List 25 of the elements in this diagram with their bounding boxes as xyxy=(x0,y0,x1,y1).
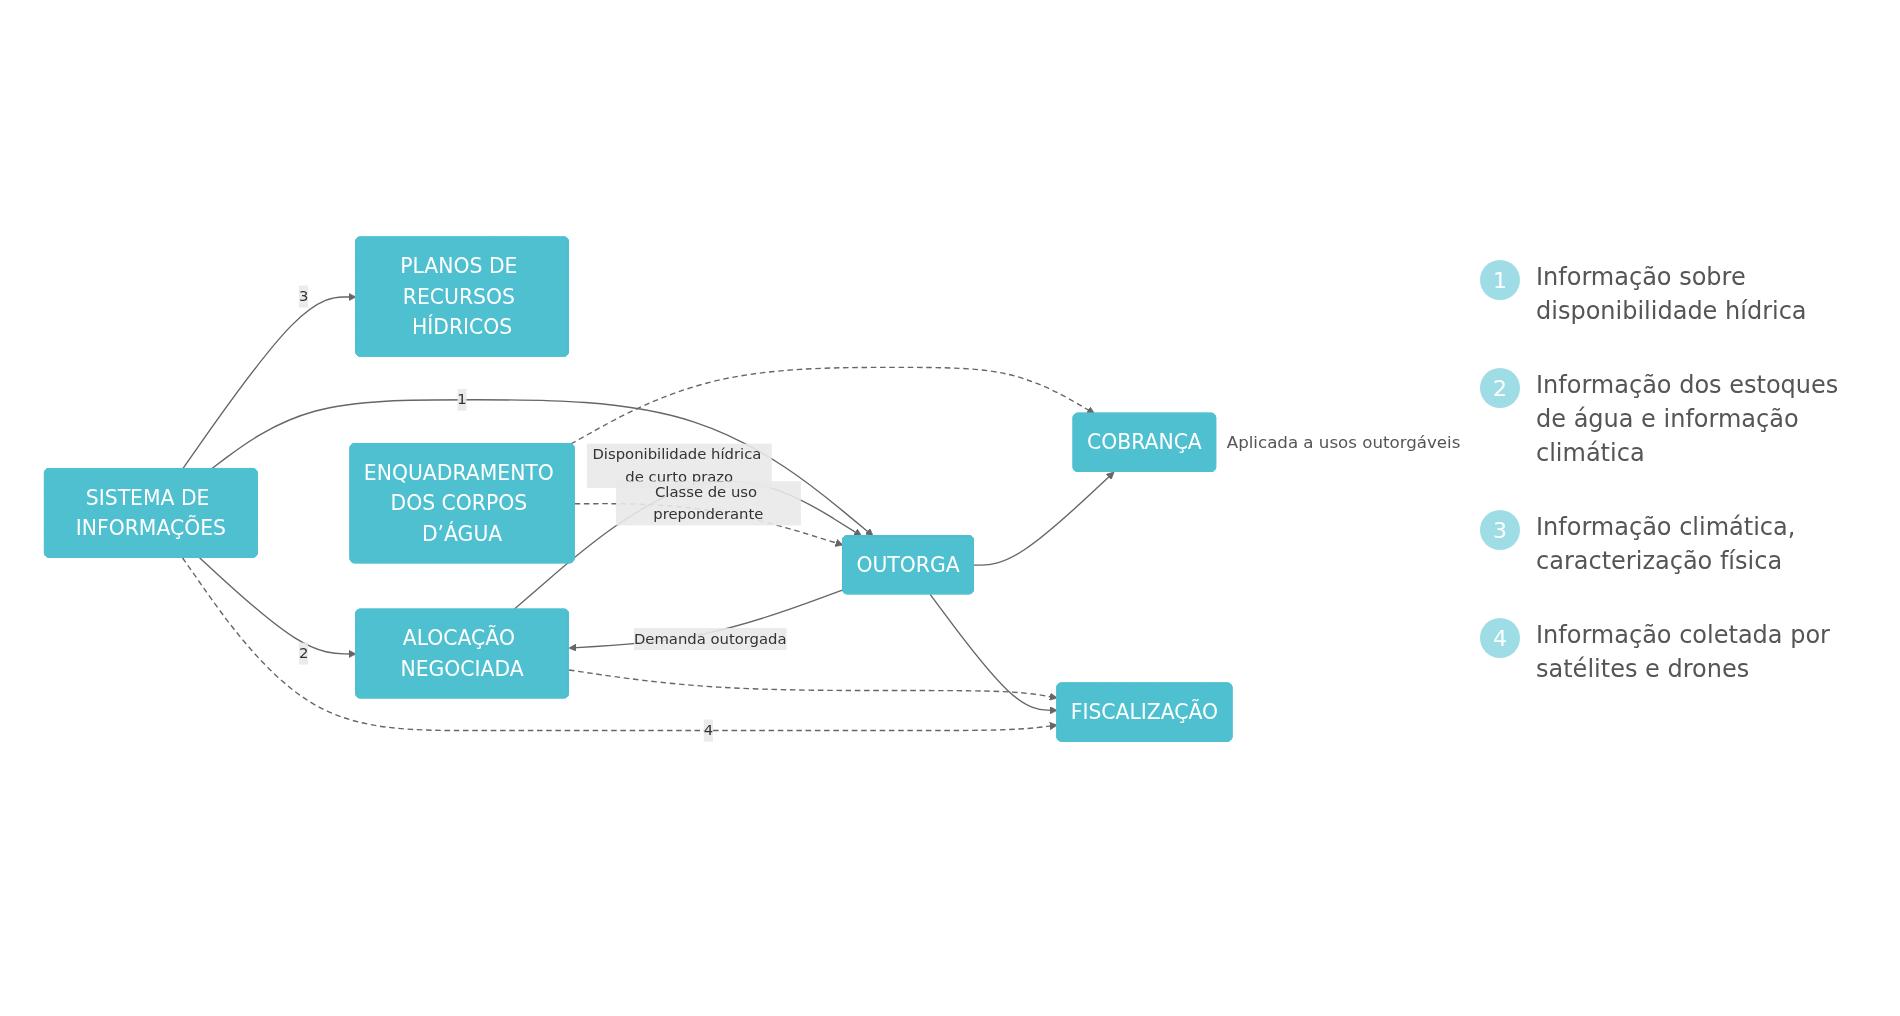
edge-label: 4 xyxy=(703,721,714,740)
callout-number: 4 xyxy=(1480,618,1520,658)
edge-label: Demanda outorgada xyxy=(633,630,787,648)
arrow xyxy=(929,593,1058,715)
edge-label: 3 xyxy=(298,287,309,306)
arrow xyxy=(568,589,844,652)
legend-text: Informação coletada por satélites e drones xyxy=(1536,620,1831,685)
legend-text: Informação dos estoques de água e informação climática xyxy=(1536,370,1840,469)
edge-label: Classe de uso preponderante xyxy=(653,483,764,524)
arrow xyxy=(210,399,874,537)
legend-text: Informação sobre disponibilidade hídrica xyxy=(1536,262,1808,327)
arrow xyxy=(198,557,357,659)
callout-number: 1 xyxy=(1480,260,1520,300)
arrow xyxy=(182,293,357,470)
edge-label: Disponibilidade hídrica de curto prazo xyxy=(592,445,762,486)
arrow xyxy=(568,669,1058,701)
legend-text: Informação climática, caracterização física xyxy=(1536,512,1797,577)
arrow xyxy=(570,366,1095,445)
edge-label: 2 xyxy=(298,644,309,663)
callout-number: 2 xyxy=(1480,368,1520,408)
edge-label: 1 xyxy=(457,390,467,409)
arrow xyxy=(973,471,1115,567)
arrow xyxy=(181,557,1058,732)
callout-number: 3 xyxy=(1480,510,1520,550)
node-caption: Aplicada a usos outorgáveis xyxy=(1226,433,1461,453)
